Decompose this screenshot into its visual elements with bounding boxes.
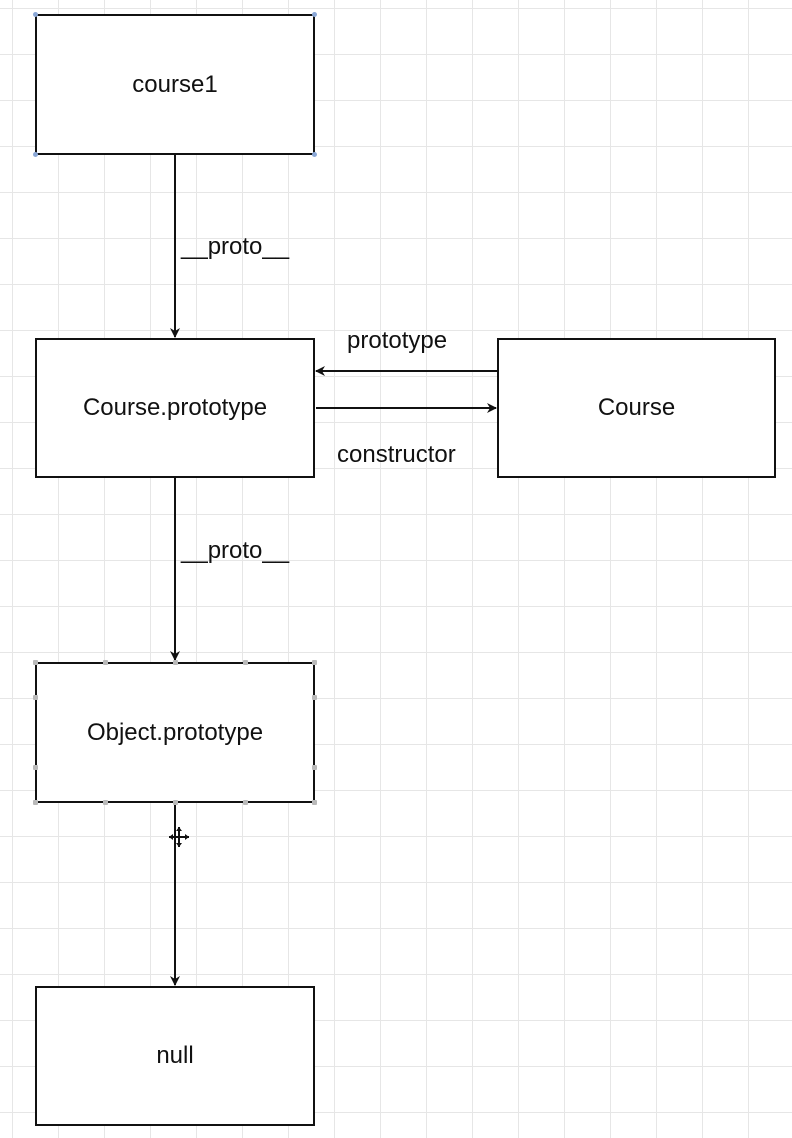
- node-object-prototype-selection-handle[interactable]: [312, 660, 317, 665]
- node-course1-corner-handle[interactable]: [33, 152, 38, 157]
- node-object-prototype-selection-handle[interactable]: [312, 765, 317, 770]
- node-course1-label: course1: [132, 70, 218, 98]
- node-object-prototype-selection-handle[interactable]: [243, 660, 248, 665]
- node-object-prototype-selection-handle[interactable]: [103, 800, 108, 805]
- node-course1-corner-handle[interactable]: [33, 12, 38, 17]
- node-object-prototype-selection-handle[interactable]: [243, 800, 248, 805]
- node-object-prototype-selection-handle[interactable]: [33, 765, 38, 770]
- node-object-prototype-selection-handle[interactable]: [33, 695, 38, 700]
- node-course1-corner-handle[interactable]: [312, 152, 317, 157]
- node-null[interactable]: null: [35, 986, 315, 1126]
- node-course1-corner-handle[interactable]: [312, 12, 317, 17]
- node-object-prototype-selection-handle[interactable]: [33, 800, 38, 805]
- node-object-prototype-selection-handle[interactable]: [173, 660, 178, 665]
- edge-label-constructor[interactable]: constructor: [337, 441, 456, 468]
- node-course-prototype[interactable]: Course.prototype: [35, 338, 315, 478]
- node-course[interactable]: Course: [497, 338, 776, 478]
- node-course1[interactable]: course1: [35, 14, 315, 155]
- node-null-label: null: [156, 1042, 194, 1069]
- edge-label-proto-upper[interactable]: __proto__: [181, 233, 290, 260]
- node-course-prototype-label: Course.prototype: [82, 394, 268, 421]
- move-cursor-icon: [169, 827, 189, 847]
- node-course-label: Course: [597, 394, 676, 421]
- node-object-prototype-selection-handle[interactable]: [103, 660, 108, 665]
- edge-label-proto-lower[interactable]: __proto__: [181, 537, 290, 564]
- node-object-prototype-selection-handle[interactable]: [33, 660, 38, 665]
- node-object-prototype-label: Object.prototype: [86, 718, 264, 746]
- node-object-prototype-selection-handle[interactable]: [312, 800, 317, 805]
- node-object-prototype-selection-handle[interactable]: [173, 800, 178, 805]
- node-object-prototype-selection-handle[interactable]: [312, 695, 317, 700]
- edge-label-prototype[interactable]: prototype: [347, 327, 448, 354]
- node-object-prototype[interactable]: Object.prototype: [35, 662, 315, 803]
